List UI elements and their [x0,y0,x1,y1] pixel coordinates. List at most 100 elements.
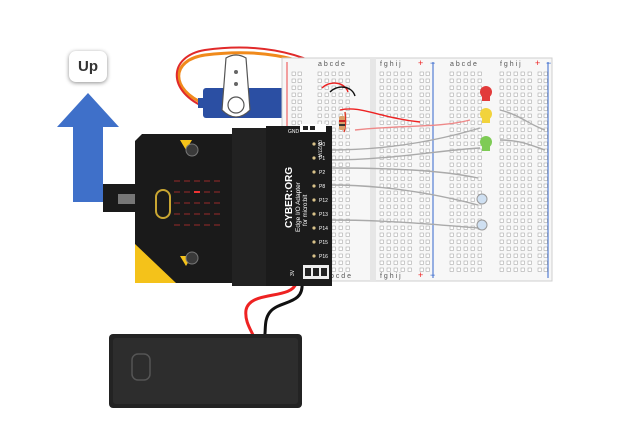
breadboard-hole [499,92,504,97]
breadboard-hole [407,211,412,216]
push-button-1[interactable] [476,193,488,205]
breadboard-hole [543,190,548,195]
breadboard-hole [499,218,504,223]
matrix-led [194,191,200,193]
breadboard-hole [345,134,350,139]
adapter-pin-label: P1 [319,156,325,162]
breadboard-hole [425,127,430,132]
breadboard-hole [331,225,336,230]
matrix-led [174,180,180,182]
breadboard-hole [425,197,430,202]
breadboard-hole [527,92,532,97]
adapter-pin-label: P8 [319,184,325,190]
breadboard-hole [470,155,475,160]
breadboard-hole [386,197,391,202]
breadboard-hole [407,197,412,202]
breadboard-hole [537,99,542,104]
breadboard-hole [386,190,391,195]
breadboard-hole [331,211,336,216]
bb-minus-3: − [430,270,435,280]
breadboard-hole [400,155,405,160]
breadboard-hole [338,141,343,146]
breadboard-hole [379,71,384,76]
breadboard-hole [513,204,518,209]
breadboard-hole [477,211,482,216]
breadboard-hole [400,92,405,97]
breadboard-hole [513,232,518,237]
breadboard-hole [407,246,412,251]
breadboard-hole [400,127,405,132]
breadboard-hole [386,176,391,181]
matrix-led [184,224,190,226]
breadboard-hole [393,190,398,195]
push-button-2[interactable] [476,219,488,231]
breadboard-hole [506,169,511,174]
breadboard-hole [379,92,384,97]
breadboard-hole [345,253,350,258]
breadboard-hole [291,71,296,76]
adapter-pin [312,240,316,244]
breadboard-hole [379,260,384,265]
breadboard-hole [386,267,391,272]
breadboard-hole [477,78,482,83]
breadboard-hole [449,218,454,223]
breadboard-hole [527,148,532,153]
matrix-led [204,224,210,226]
breadboard-hole [513,134,518,139]
breadboard-hole [345,71,350,76]
up-button[interactable]: Up [69,51,107,82]
breadboard-hole [456,162,461,167]
servo-motor [198,54,300,118]
breadboard-hole [345,127,350,132]
adapter-pin-label: P2 [319,170,325,176]
breadboard-hole [537,253,542,258]
breadboard-hole [297,120,302,125]
breadboard-hole [317,92,322,97]
breadboard-hole [499,197,504,202]
button-b[interactable] [185,251,199,265]
breadboard-hole [345,92,350,97]
breadboard-hole [499,155,504,160]
breadboard-hole [456,232,461,237]
breadboard-hole [338,239,343,244]
breadboard-hole [543,85,548,90]
breadboard-hole [400,225,405,230]
breadboard-hole [520,85,525,90]
breadboard-hole [425,225,430,230]
breadboard-hole [543,267,548,272]
breadboard-hole [379,120,384,125]
adapter-pin-label: P13 [319,212,328,218]
breadboard-hole [456,204,461,209]
breadboard-hole [537,106,542,111]
breadboard-hole [527,239,532,244]
breadboard-hole [537,141,542,146]
breadboard-hole [317,106,322,111]
edge-connector [232,128,270,286]
breadboard-hole [407,183,412,188]
breadboard-hole [407,239,412,244]
breadboard-hole [506,204,511,209]
breadboard-hole [506,141,511,146]
breadboard-hole [386,85,391,90]
breadboard-hole [400,204,405,209]
breadboard-hole [499,134,504,139]
breadboard-hole [537,92,542,97]
breadboard-hole [324,71,329,76]
breadboard-hole [393,253,398,258]
breadboard-hole [419,246,424,251]
breadboard-hole [543,92,548,97]
breadboard-hole [513,246,518,251]
breadboard-hole [419,183,424,188]
breadboard-hole [506,176,511,181]
bb-top-left-letters-2: a b c d e [450,61,477,68]
breadboard-hole [543,197,548,202]
breadboard-hole [393,106,398,111]
edge-io-adapter [266,124,332,286]
breadboard-hole [463,232,468,237]
button-a[interactable] [185,143,199,157]
breadboard-hole [456,218,461,223]
breadboard-hole [543,162,548,167]
breadboard-hole [317,113,322,118]
bb-top-left-letters: a b c d e [318,61,345,68]
breadboard-hole [393,204,398,209]
